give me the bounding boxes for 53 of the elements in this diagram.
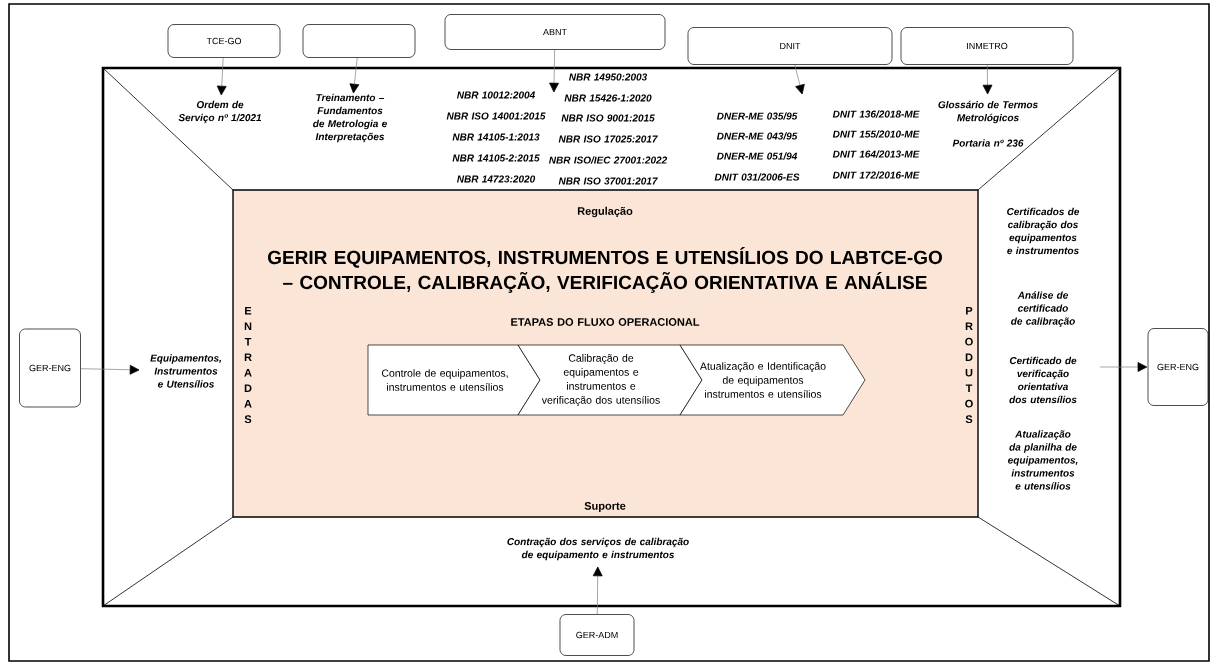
standard-code: NBR 14723:2020	[457, 175, 536, 183]
section-label: Regulação	[577, 206, 633, 218]
arrow	[549, 49, 559, 93]
chevron-step: Controle de equipamentos, instrumentos e utensílios	[367, 344, 541, 416]
output-text: Análise de certificado de calibração	[1011, 291, 1075, 327]
source-box: ABNT	[444, 14, 666, 50]
standard-code: DNIT 031/2006-ES	[714, 173, 800, 181]
arrow	[216, 57, 227, 96]
arrow	[592, 566, 603, 615]
source-box: GER-ADM	[559, 614, 635, 656]
standard-code: NBR 15426-1:2020	[564, 94, 652, 102]
standard-code: NBR ISO 37001:2017	[558, 177, 658, 185]
process-title: GERIR EQUIPAMENTOS, INSTRUMENTOS E UTENSÍLIOS DO LABTCE-GO – CONTROLE, CALIBRAÇÃO, VERIFICAÇÃO ORIENTATIVA E ANÁLISE	[268, 247, 942, 293]
output-text: Certificados de calibração dos equipamentos e instrumentos	[1007, 207, 1080, 255]
source-box: DNIT	[687, 27, 893, 65]
standard-code: NBR ISO 14001:2015	[446, 112, 546, 120]
standard-code: DNIT 164/2013-ME	[832, 150, 920, 158]
standard-code: DNER-ME 051/94	[716, 152, 798, 160]
arrow	[1099, 362, 1148, 372]
source-box	[302, 24, 416, 58]
reference-text: Treinamento – Fundamentos de Metrologia e Interpretações	[313, 93, 387, 143]
standard-code: DNIT 172/2016-ME	[832, 171, 920, 179]
standard-code: DNER-ME 035/95	[716, 112, 798, 120]
section-label: Suporte	[584, 502, 626, 512]
output-text: Certificado de verificação orientativa dos utensílios	[1009, 356, 1077, 404]
source-box: GER-ENG	[1147, 328, 1209, 406]
arrow	[349, 57, 360, 94]
source-box: TCE-GO	[167, 24, 281, 58]
standard-code: DNIT 155/2010-ME	[832, 130, 920, 138]
vertical-label: ENTRADAS	[244, 306, 252, 424]
standard-code: NBR 14105-1:2013	[452, 133, 540, 141]
support-text: Contração dos serviços de calibração de equipamento e instrumentos	[507, 537, 689, 561]
chevron-step: Atualização e Identificação de equipamentos instrumentos e utensílios	[679, 344, 866, 416]
output-text: Atualização da planilha de equipamentos, instrumentos e utensílios	[1008, 430, 1078, 490]
source-box: INMETRO	[900, 27, 1074, 65]
arrow	[982, 64, 993, 95]
input-text: Equipamentos, Instrumentos e Utensílios	[150, 354, 221, 388]
reference-text: Ordem de Serviço nº 1/2021	[178, 100, 262, 124]
standard-code: NBR 10012:2004	[457, 91, 535, 99]
source-box: GER-ENG	[19, 328, 81, 408]
arrow	[80, 364, 140, 375]
standard-code: DNIT 136/2018-ME	[832, 110, 920, 118]
reference-text: Glossário de Termos Metrológicos	[938, 100, 1038, 124]
standard-code: NBR 14950:2003	[569, 73, 648, 81]
standard-code: NBR 14105-2:2015	[452, 154, 540, 162]
reference-text: Portaria nº 236	[952, 139, 1024, 147]
standard-code: NBR ISO 17025:2017	[558, 135, 658, 143]
standard-code: NBR ISO/IEC 27001:2022	[549, 156, 668, 164]
standard-code: DNER-ME 043/95	[716, 132, 798, 140]
standard-code: NBR ISO 9001:2015	[561, 114, 655, 122]
vertical-label: PRODUTOS	[965, 306, 973, 424]
arrow	[794, 64, 805, 95]
section-label: ETAPAS DO FLUXO OPERACIONAL	[511, 318, 700, 326]
